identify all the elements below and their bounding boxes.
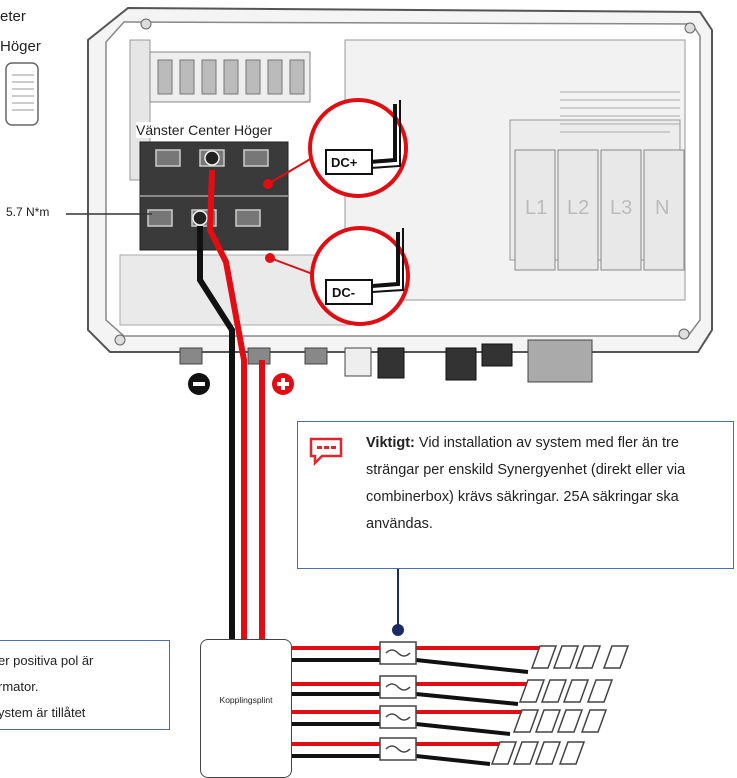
bay-label-l3: L3 — [610, 197, 632, 219]
important-note-box: Viktigt: Vid installation av system med … — [297, 421, 734, 569]
fuse-icon — [379, 641, 417, 761]
bay-label-l2: L2 — [567, 197, 589, 219]
coupling-terminal-box: Kopplingsplint — [200, 639, 292, 778]
left-note-line-1: er positiva pol är — [0, 653, 94, 668]
terminal-block-thumbnail — [5, 62, 39, 126]
important-note-body: Vid installation av system med fler än t… — [366, 435, 686, 532]
string-wires — [292, 646, 540, 766]
cable-glands — [179, 339, 593, 383]
plus-circle-icon — [272, 373, 294, 395]
torque-label: 5.7 N*m — [6, 205, 50, 219]
solar-panel-strings — [490, 645, 630, 765]
minus-circle-icon — [188, 373, 210, 395]
speech-bubble-icon — [309, 437, 343, 466]
coupling-box-label: Kopplingsplint — [219, 695, 273, 705]
dc-minus-zoom — [310, 226, 410, 326]
dc-plus-zoom — [308, 98, 408, 198]
dc-minus-label: DC- — [332, 285, 356, 300]
top-left-hoger-label: Höger — [0, 38, 41, 55]
important-note-text: Viktigt: Vid installation av system med … — [366, 430, 724, 538]
inverter-enclosure: L1 L2 L3 N — [87, 6, 713, 383]
dc-plus-label: DC+ — [331, 155, 358, 170]
left-note-line-3: ystem är tillåtet — [0, 705, 86, 720]
bay-label-l1: L1 — [525, 197, 547, 219]
important-note-bold: Viktigt: — [366, 435, 415, 451]
top-left-label: eter — [0, 8, 26, 25]
bay-label-n: N — [655, 197, 669, 219]
terminal-header-label: Vänster Center Höger — [136, 122, 273, 138]
left-note-box: er positiva pol är rmator. ystem är till… — [0, 640, 170, 730]
left-note-line-2: rmator. — [0, 679, 39, 694]
